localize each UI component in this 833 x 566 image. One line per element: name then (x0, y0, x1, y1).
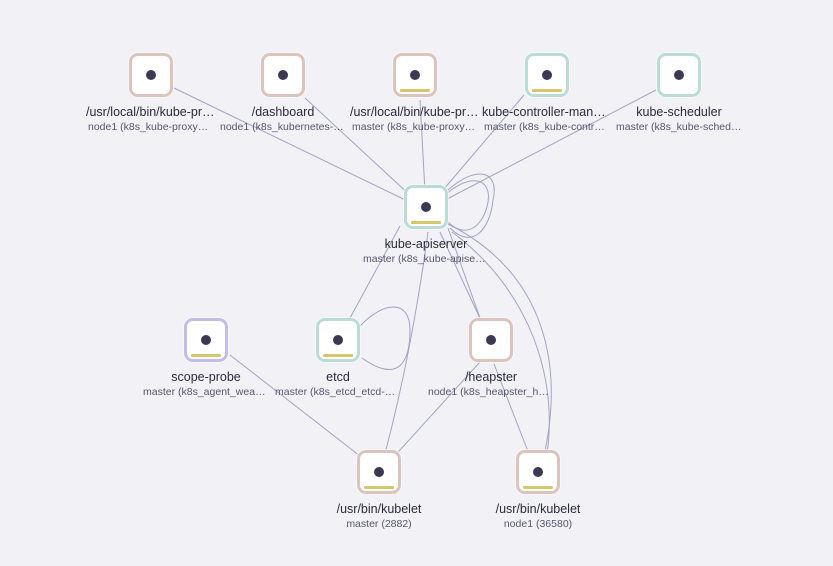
node-kube-proxy-node1[interactable]: /usr/local/bin/kube-proxy node1 (k8s_kub… (81, 53, 221, 133)
node-sublabel: master (k8s_kube-apiserver) (363, 253, 489, 265)
node-shape[interactable] (261, 53, 305, 97)
process-dot-icon (486, 335, 496, 345)
node-label: /usr/local/bin/kube-proxy (86, 105, 216, 119)
node-label: /heapster (464, 370, 518, 384)
node-kubelet-node1[interactable]: /usr/bin/kubelet node1 (36580) (468, 450, 608, 530)
node-shape[interactable] (525, 53, 569, 97)
process-dot-icon (374, 467, 384, 477)
node-shape[interactable] (316, 318, 360, 362)
edge-apiserver-self-loop-inner (443, 180, 489, 231)
edge-apiserver-to-kubelet-node1 (447, 223, 552, 473)
node-sublabel: master (2882) (346, 518, 412, 530)
node-etcd[interactable]: etcd master (k8s_etcd_etcd-master) (268, 318, 408, 398)
node-label: /dashboard (251, 105, 315, 119)
edge-scope-probe-to-kubelet-master (229, 354, 379, 471)
node-sublabel: node1 (k8s_kubernetes-dashboard) (220, 121, 346, 133)
node-shape[interactable] (357, 450, 401, 494)
node-sublabel: node1 (k8s_heapster_heapster) (428, 386, 554, 398)
node-kubelet-master[interactable]: /usr/bin/kubelet master (2882) (309, 450, 449, 530)
process-dot-icon (542, 70, 552, 80)
metric-bar (532, 89, 562, 92)
node-heapster[interactable]: /heapster node1 (k8s_heapster_heapster) (421, 318, 561, 398)
node-label: scope-probe (171, 370, 241, 384)
metric-bar (400, 89, 430, 92)
node-label: kube-apiserver (384, 237, 468, 251)
node-kube-controller-manager[interactable]: kube-controller-manager master (k8s_kube… (477, 53, 617, 133)
node-kube-proxy-master[interactable]: /usr/local/bin/kube-proxy master (k8s_ku… (345, 53, 485, 133)
edge-apiserver-to-heapster-b (447, 227, 481, 319)
metric-bar (364, 486, 394, 489)
node-sublabel: master (k8s_agent_weave-scope) (143, 386, 269, 398)
process-dot-icon (410, 70, 420, 80)
node-shape[interactable] (516, 450, 560, 494)
node-sublabel: master (k8s_kube-scheduler) (616, 121, 742, 133)
node-sublabel: master (k8s_etcd_etcd-master) (275, 386, 401, 398)
node-label: /usr/bin/kubelet (336, 502, 422, 516)
edge-apiserver-to-kubelet-node1-b (451, 231, 550, 461)
process-dot-icon (278, 70, 288, 80)
node-label: kube-controller-manager (482, 105, 612, 119)
node-kube-scheduler[interactable]: kube-scheduler master (k8s_kube-schedule… (609, 53, 749, 133)
process-dot-icon (533, 467, 543, 477)
metric-bar (323, 354, 353, 357)
node-shape[interactable] (184, 318, 228, 362)
node-sublabel: master (k8s_kube-proxy_kube-proxy) (352, 121, 478, 133)
process-dot-icon (674, 70, 684, 80)
process-dot-icon (146, 70, 156, 80)
node-shape[interactable] (404, 185, 448, 229)
process-dot-icon (421, 202, 431, 212)
edge-etcd-self-loop (359, 306, 411, 370)
node-sublabel: master (k8s_kube-controller-manager) (484, 121, 610, 133)
node-sublabel: node1 (36580) (503, 518, 573, 530)
node-sublabel: node1 (k8s_kube-proxy_kube-proxy) (88, 121, 214, 133)
node-kube-apiserver[interactable]: kube-apiserver master (k8s_kube-apiserve… (356, 185, 496, 265)
edge-apiserver-to-kubelet-master (379, 231, 429, 473)
node-shape[interactable] (469, 318, 513, 362)
process-dot-icon (333, 335, 343, 345)
process-dot-icon (201, 335, 211, 345)
edge-apiserver-to-etcd (349, 225, 401, 319)
node-label: /usr/local/bin/kube-proxy (350, 105, 480, 119)
edge-apiserver-self-loop (447, 173, 495, 238)
edge-kube-proxy-node1-to-apiserver (173, 87, 427, 211)
node-shape[interactable] (657, 53, 701, 97)
metric-bar (523, 486, 553, 489)
node-dashboard[interactable]: /dashboard node1 (k8s_kubernetes-dashboa… (213, 53, 353, 133)
metric-bar (411, 221, 441, 224)
edge-scheduler-to-apiserver (425, 89, 657, 211)
metric-bar (191, 354, 221, 357)
node-scope-probe[interactable]: scope-probe master (k8s_agent_weave-scop… (136, 318, 276, 398)
node-label: /usr/bin/kubelet (495, 502, 581, 516)
node-label: kube-scheduler (636, 105, 722, 119)
node-shape[interactable] (129, 53, 173, 97)
node-shape[interactable] (393, 53, 437, 97)
node-label: etcd (326, 370, 350, 384)
